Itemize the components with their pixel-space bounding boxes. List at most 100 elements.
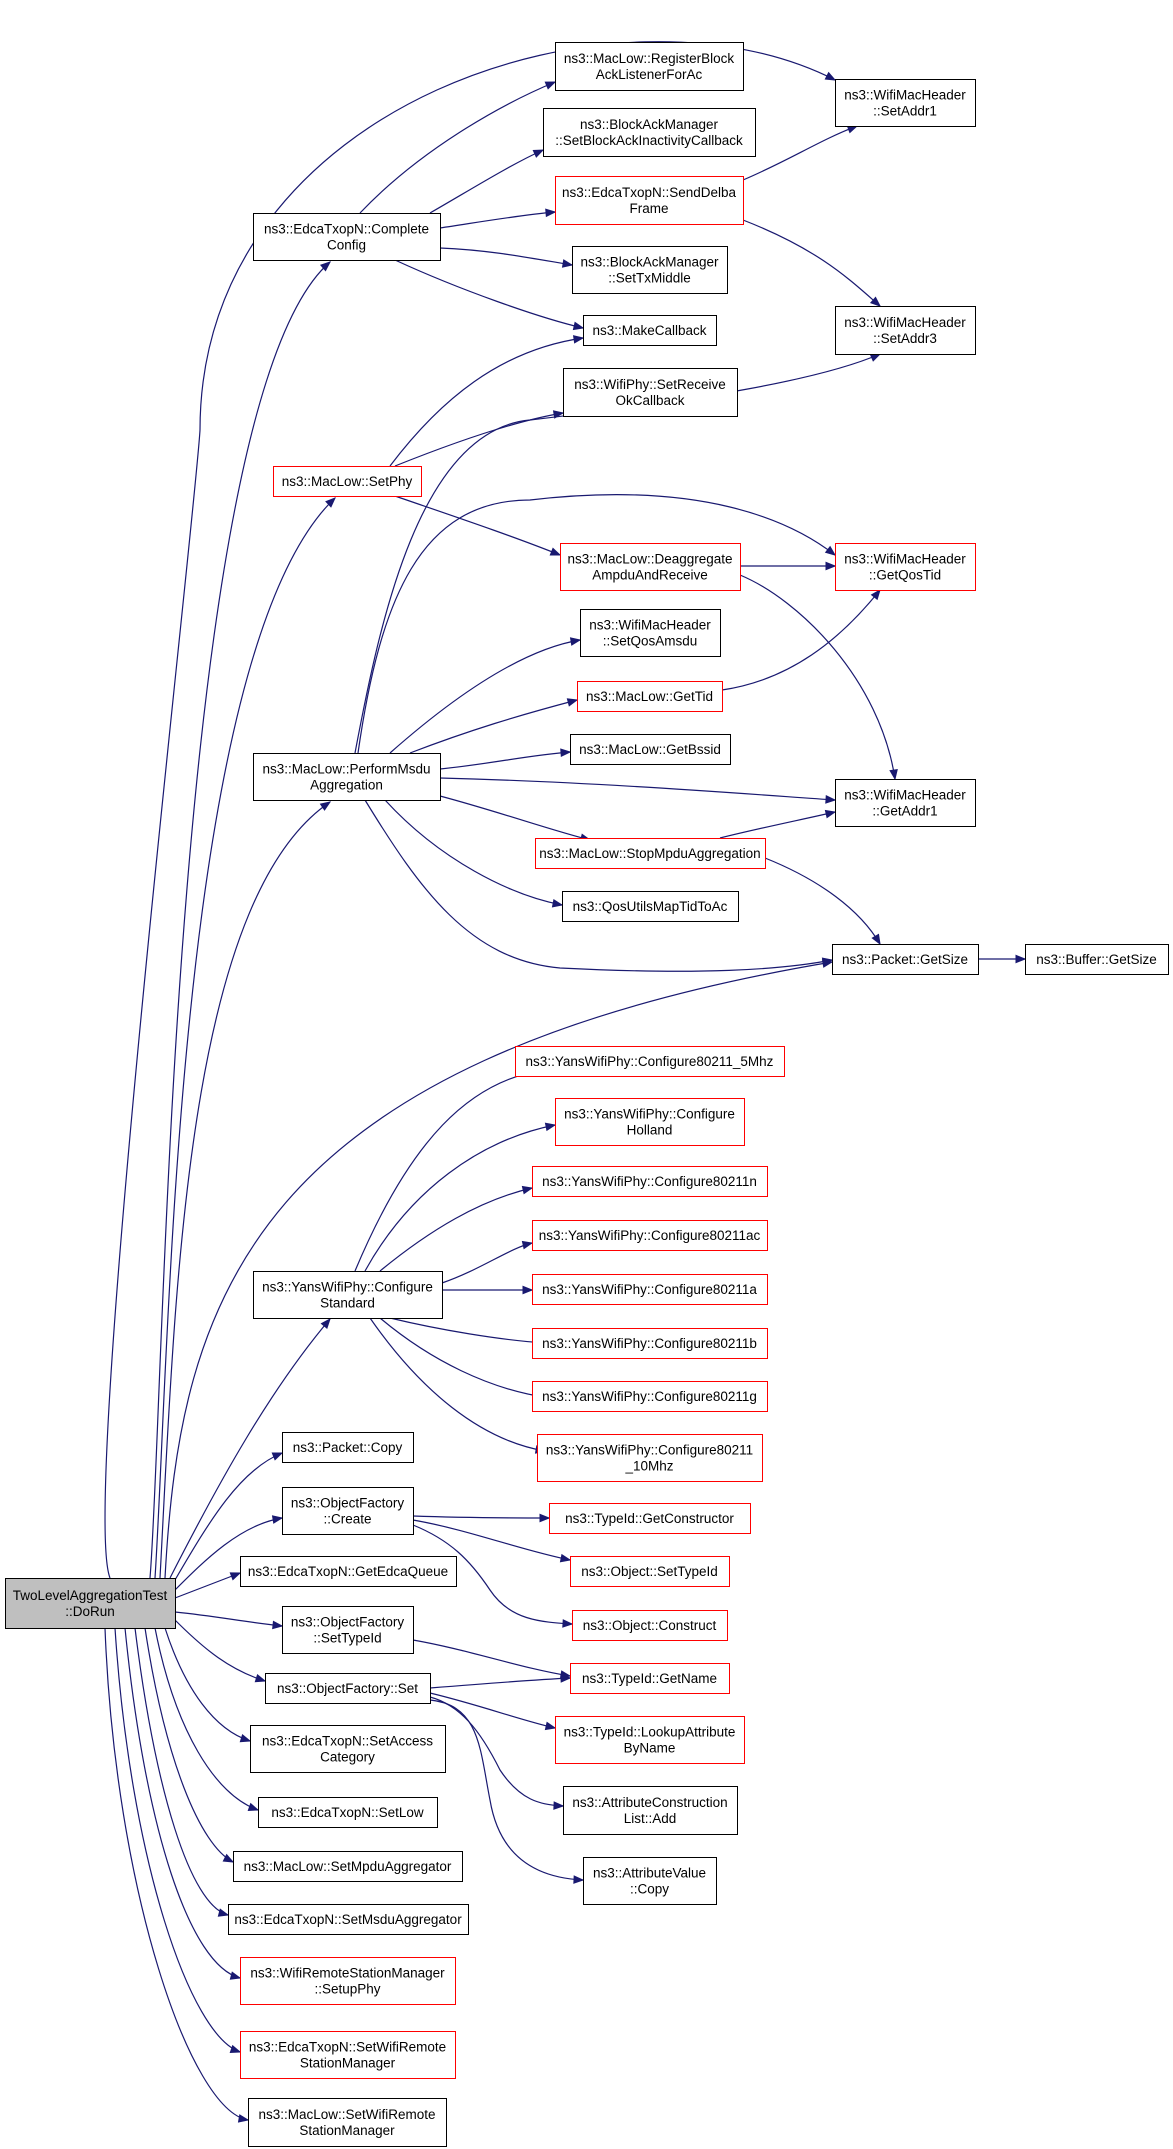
node-getname[interactable]: ns3::TypeId::GetName (570, 1663, 730, 1694)
node-getbssid[interactable]: ns3::MacLow::GetBssid (570, 734, 731, 765)
node-box (532, 1381, 768, 1412)
edge-arrowhead (871, 933, 881, 946)
node-setqosamsdu[interactable]: ns3::WifiMacHeader::SetQosAmsdu (580, 609, 721, 657)
node-box (562, 891, 739, 922)
node-box (570, 734, 731, 765)
node-cfg5mhz[interactable]: ns3::YansWifiPhy::Configure80211_5Mhz (515, 1046, 785, 1077)
edge-arrowhead (870, 588, 881, 601)
edge-line (164, 1627, 251, 1742)
node-cfg80211a[interactable]: ns3::YansWifiPhy::Configure80211a (532, 1274, 768, 1305)
edge-performmsdu-to-getbssid (439, 748, 572, 770)
edge-root-to-setmpduagg (144, 1627, 235, 1863)
node-setaddr1[interactable]: ns3::WifiMacHeader::SetAddr1 (835, 79, 976, 127)
node-setaddr3[interactable]: ns3::WifiMacHeader::SetAddr3 (835, 306, 976, 355)
node-setmsduagg[interactable]: ns3::EdcaTxopN::SetMsduAggregator (228, 1904, 469, 1935)
node-box (253, 213, 441, 261)
edge-arrowhead (551, 898, 564, 908)
edge-root-to-completeconfig (149, 261, 332, 1579)
node-ofset[interactable]: ns3::ObjectFactory::Set (265, 1673, 431, 1704)
node-getqostid[interactable]: ns3::WifiMacHeader::GetQosTid (835, 543, 976, 591)
node-cfg80211n[interactable]: ns3::YansWifiPhy::Configure80211n (532, 1166, 768, 1197)
node-edcasetwrsm[interactable]: ns3::EdcaTxopN::SetWifiRemoteStationMana… (240, 2031, 456, 2079)
node-box (282, 1432, 414, 1463)
edge-arrowhead (319, 261, 332, 272)
node-getaddr1[interactable]: ns3::WifiMacHeader::GetAddr1 (835, 779, 976, 827)
node-registerblockack[interactable]: ns3::MacLow::RegisterBlockAckListenerFor… (555, 42, 744, 91)
node-box (273, 466, 422, 497)
node-setphy[interactable]: ns3::MacLow::SetPhy (273, 466, 422, 497)
node-setlow[interactable]: ns3::EdcaTxopN::SetLow (258, 1797, 438, 1828)
edge-line (359, 81, 556, 214)
node-box (555, 1716, 745, 1764)
node-label: ns3::MakeCallback (592, 323, 706, 338)
edge-line (764, 857, 881, 945)
node-cfg80211b[interactable]: ns3::YansWifiPhy::Configure80211b (532, 1328, 768, 1359)
node-packetcopy[interactable]: ns3::Packet::Copy (282, 1432, 414, 1463)
node-label: ns3::MacLow::GetTid (586, 689, 713, 704)
node-label: ns3::MacLow::GetBssid (579, 742, 721, 757)
node-box (835, 306, 976, 355)
node-cfg80211g[interactable]: ns3::YansWifiPhy::Configure80211g (532, 1381, 768, 1412)
node-label: ::Create (323, 1512, 371, 1527)
edge-line (441, 1242, 533, 1284)
node-qosutils[interactable]: ns3::QosUtilsMapTidToAc (562, 891, 739, 922)
edge-line (144, 1627, 234, 1863)
node-construct[interactable]: ns3::Object::Construct (572, 1610, 728, 1641)
node-label: ns3::TypeId::GetName (582, 1671, 717, 1686)
node-makecallback[interactable]: ns3::MakeCallback (583, 315, 717, 346)
node-stopmpdu[interactable]: ns3::MacLow::StopMpduAggregation (535, 838, 766, 869)
node-settxmiddle[interactable]: ns3::BlockAckManager::SetTxMiddle (572, 246, 728, 294)
node-label: ns3::WifiMacHeader (844, 315, 966, 330)
node-box (577, 681, 723, 712)
node-label: ::SetQosAmsdu (603, 634, 698, 649)
edge-line (412, 1639, 571, 1677)
node-label: ns3::EdcaTxopN::Complete (264, 222, 429, 237)
node-ofsettypeid[interactable]: ns3::ObjectFactory::SetTypeId (282, 1606, 414, 1654)
edge-arrowhead (572, 335, 585, 344)
node-label: ns3::YansWifiPhy::Configure80211n (542, 1174, 757, 1189)
node-getconstructor[interactable]: ns3::TypeId::GetConstructor (549, 1503, 751, 1534)
edge-line (721, 589, 881, 691)
node-root[interactable]: TwoLevelAggregationTest::DoRun (5, 1578, 176, 1629)
edge-arrowhead (319, 801, 332, 811)
node-label: ns3::MacLow::StopMpduAggregation (539, 846, 760, 861)
edge-line (134, 1627, 229, 1916)
node-gettid[interactable]: ns3::MacLow::GetTid (577, 681, 723, 712)
node-label: ::GetAddr1 (872, 804, 937, 819)
edge-line (742, 219, 881, 307)
node-label: List::Add (624, 1811, 677, 1826)
node-label: ::SetTxMiddle (608, 271, 691, 286)
node-cfg80211ac[interactable]: ns3::YansWifiPhy::Configure80211ac (532, 1220, 768, 1251)
node-buffergetsize[interactable]: ns3::Buffer::GetSize (1025, 944, 1169, 975)
node-settypeid[interactable]: ns3::Object::SetTypeId (570, 1556, 730, 1587)
node-attrvaluecopy[interactable]: ns3::AttributeValue::Copy (583, 1857, 717, 1905)
node-label: ns3::EdcaTxopN::SetWifiRemote (249, 2040, 446, 2055)
node-setmpduagg[interactable]: ns3::MacLow::SetMpduAggregator (233, 1851, 463, 1882)
node-setupphy[interactable]: ns3::WifiRemoteStationManager::SetupPhy (240, 1957, 456, 2005)
node-box (248, 2098, 447, 2147)
edge-line (124, 1627, 241, 1979)
edge-arrowhead (320, 1317, 331, 1330)
node-packetgetsize[interactable]: ns3::Packet::GetSize (832, 944, 979, 975)
node-getedcaqueue[interactable]: ns3::EdcaTxopN::GetEdcaQueue (240, 1556, 457, 1587)
edge-arrowhead (271, 1515, 284, 1524)
node-setblockackinactivity[interactable]: ns3::BlockAckManager::SetBlockAckInactiv… (543, 108, 756, 157)
edge-arrowhead (569, 637, 582, 646)
edge-line (149, 261, 331, 1579)
edge-line (439, 247, 573, 266)
node-ofcreate[interactable]: ns3::ObjectFactory::Create (282, 1487, 414, 1535)
edge-line (354, 353, 881, 754)
node-cfg10mhz[interactable]: ns3::YansWifiPhy::Configure80211_10Mhz (537, 1434, 763, 1482)
edge-line (174, 1619, 266, 1682)
